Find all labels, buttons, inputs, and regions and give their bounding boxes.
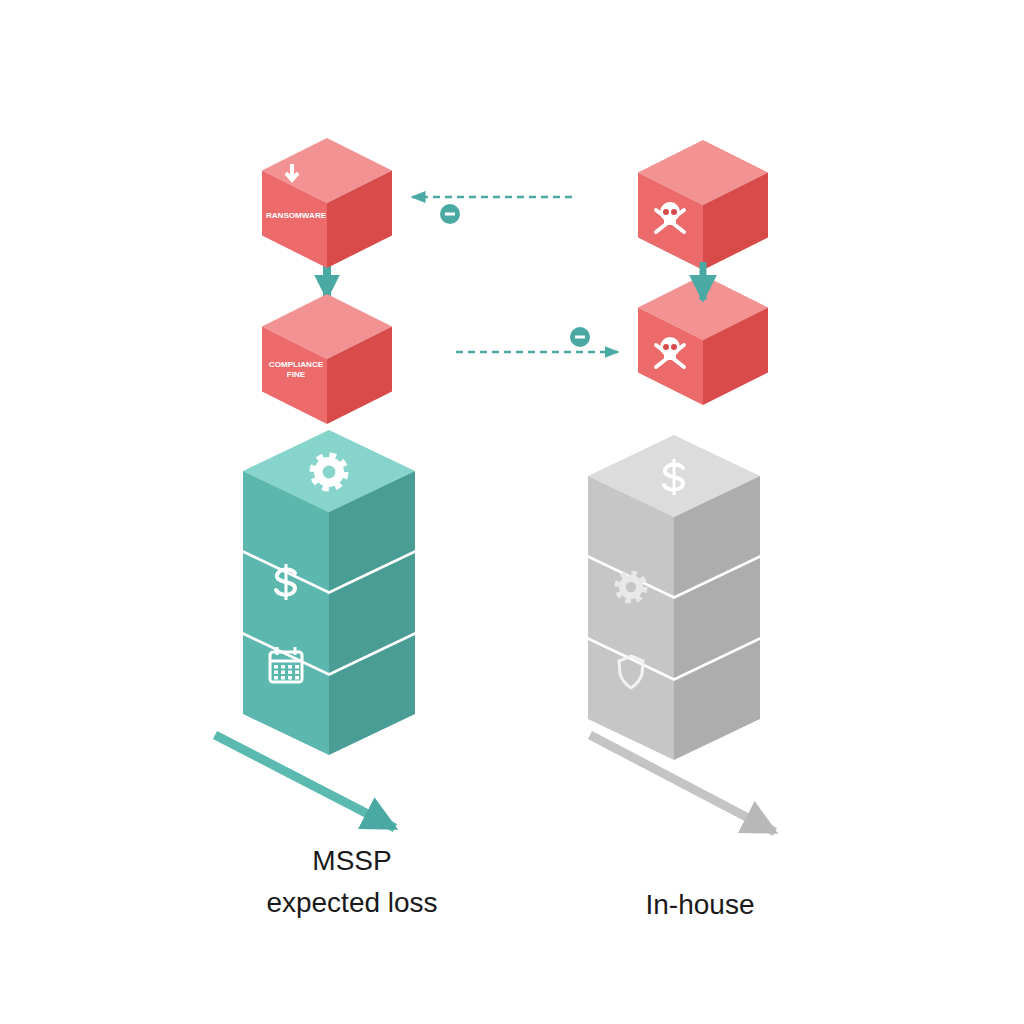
threat-cubes [638, 140, 768, 405]
down-arrow [700, 262, 707, 300]
cube-label: RANSOMWARE [268, 190, 324, 242]
download-icon [286, 164, 298, 180]
skull-icon [656, 202, 684, 232]
risk-cube: COMPLIANCE FINE [262, 294, 392, 424]
column-caption: In-house [600, 884, 800, 926]
cube-shape [262, 138, 392, 268]
gear-icon [618, 574, 644, 600]
gear-icon [313, 456, 345, 488]
cube-label: COMPLIANCE FINE [268, 342, 324, 398]
shield-icon [619, 656, 643, 688]
trend-arrow [590, 735, 775, 832]
column-caption: MSSP expected loss [257, 840, 447, 924]
trend-arrow [215, 735, 395, 828]
risk-cube: RANSOMWARE [262, 138, 392, 268]
dollar-icon [276, 564, 295, 600]
calendar-icon [270, 647, 302, 682]
cube-shape [262, 294, 392, 424]
dashed-arrows [412, 197, 618, 352]
skull-icon [656, 337, 684, 367]
cost-stacks [243, 430, 760, 760]
dollar-icon [664, 459, 683, 495]
